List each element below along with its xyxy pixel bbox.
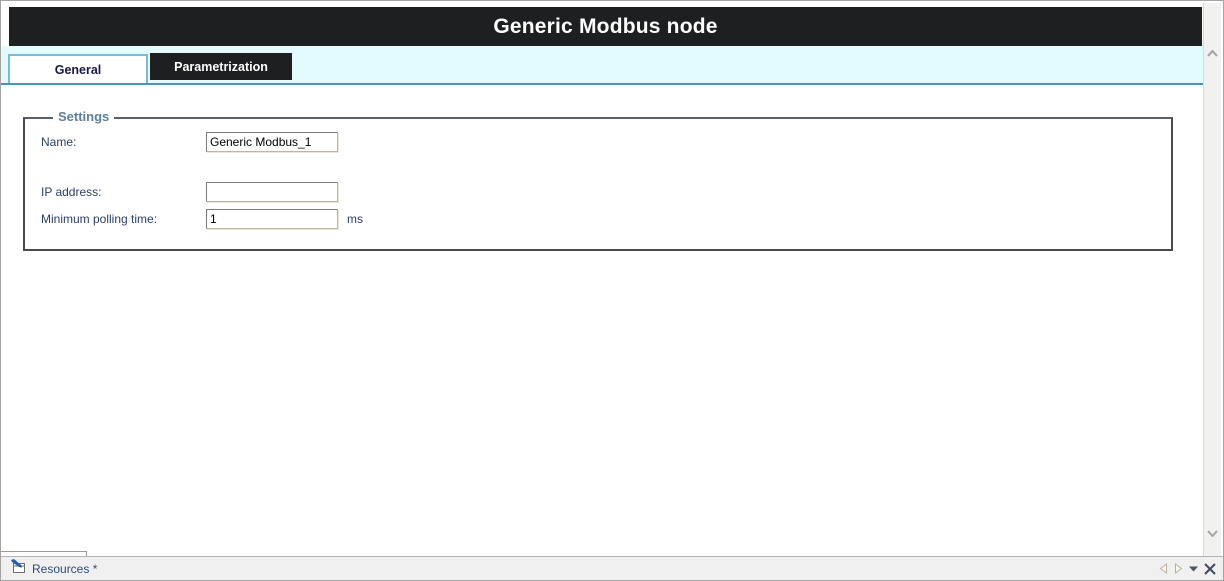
name-label: Name:	[41, 135, 77, 149]
vertical-scrollbar[interactable]	[1203, 3, 1221, 557]
polling-time-label: Minimum polling time:	[41, 212, 158, 226]
nav-left-icon[interactable]	[1159, 563, 1168, 574]
tab-parametrization-label: Parametrization	[174, 59, 268, 74]
page-title: Generic Modbus node	[493, 14, 718, 38]
settings-groupbox: Settings Name: IP address: Minimum polli…	[23, 109, 1173, 251]
close-icon[interactable]	[1204, 562, 1216, 575]
ip-address-row: IP address:	[41, 182, 347, 202]
name-row: Name:	[41, 132, 347, 152]
tab-navigation-controls	[1159, 557, 1216, 580]
dropdown-icon[interactable]	[1189, 566, 1198, 572]
nav-right-icon[interactable]	[1174, 563, 1183, 574]
polling-time-row: Minimum polling time: ms	[41, 209, 363, 229]
polling-time-input[interactable]	[206, 209, 338, 229]
chevron-up-icon[interactable]	[1204, 45, 1221, 61]
settings-legend: Settings	[53, 109, 115, 124]
document-tab-bar: Resources *	[1, 556, 1223, 580]
resources-tab-notch	[1, 551, 87, 556]
tab-parametrization[interactable]: Parametrization	[150, 53, 292, 80]
polling-time-unit: ms	[347, 212, 363, 226]
document-tab-label: Resources *	[32, 561, 98, 576]
editor-header: Generic Modbus node	[9, 7, 1202, 46]
edit-pencil-icon	[10, 558, 27, 579]
chevron-down-icon[interactable]	[1204, 525, 1221, 541]
tab-general-label: General	[54, 62, 102, 77]
ip-address-label: IP address:	[41, 185, 102, 199]
tab-general[interactable]: General	[8, 54, 148, 83]
name-input[interactable]	[206, 132, 338, 152]
ip-address-input[interactable]	[206, 182, 338, 202]
document-tab-resources[interactable]: Resources *	[1, 557, 97, 580]
tab-strip: General Parametrization	[1, 46, 1204, 85]
